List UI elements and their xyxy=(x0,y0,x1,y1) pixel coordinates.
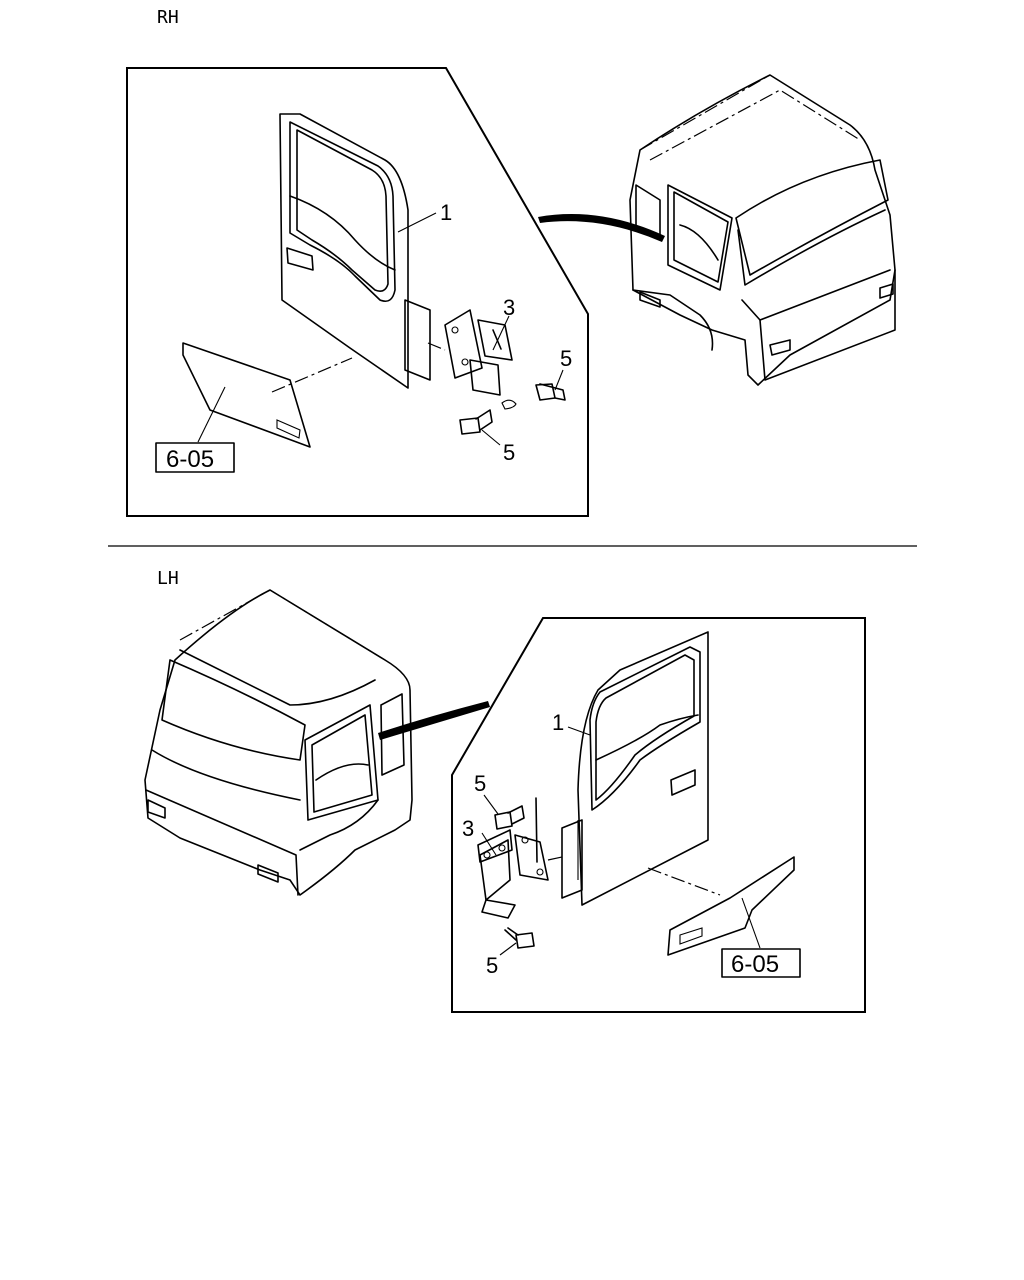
rh-pointer-arrow xyxy=(538,214,665,242)
lh-ref-label: 6-05 xyxy=(731,951,779,978)
rh-callout-frame xyxy=(126,67,589,517)
rh-callout-5-upper: 5 xyxy=(560,346,572,371)
rh-hinge xyxy=(444,309,513,396)
lh-callout-5-upper: 5 xyxy=(474,771,486,796)
lh-door-sealer-leader xyxy=(647,867,721,896)
lh-callout-3: 3 xyxy=(462,816,474,841)
rh-callout-5-lower: 5 xyxy=(503,440,515,465)
lh-hinge-leader xyxy=(547,856,563,861)
rh-hinge-leader xyxy=(427,342,446,351)
lh-leader-5-upper xyxy=(483,794,499,815)
rh-door xyxy=(279,113,431,389)
rh-callout-1: 1 xyxy=(440,200,452,225)
lh-cab xyxy=(144,589,413,896)
rh-leader-1 xyxy=(397,212,437,233)
lh-leader-3 xyxy=(481,832,497,856)
rh-weatherstrip xyxy=(182,342,311,448)
lh-pointer-arrow xyxy=(378,701,490,740)
lh-callout-1: 1 xyxy=(552,710,564,735)
rh-ref-box xyxy=(155,442,235,473)
lh-bolt-upper xyxy=(494,805,525,830)
lh-hinge xyxy=(477,797,549,919)
lh-ref-box xyxy=(721,948,801,978)
rh-bolt-lower xyxy=(459,409,493,435)
rh-leader-ref xyxy=(197,386,226,443)
rh-ref-label: 6-05 xyxy=(166,446,214,473)
rh-bolt-washer xyxy=(501,399,517,410)
lh-door xyxy=(561,631,709,906)
section-label-rh: RH xyxy=(157,7,179,28)
rh-leader-5-lower xyxy=(481,429,501,446)
lh-bolt-lower xyxy=(504,927,535,949)
lh-leader-ref xyxy=(741,897,761,949)
rh-cab xyxy=(629,74,896,386)
lh-weatherstrip xyxy=(667,856,795,956)
rh-bolt-upper xyxy=(535,383,566,401)
rh-leader-3 xyxy=(492,315,510,351)
lh-callout-5-lower: 5 xyxy=(486,953,498,978)
section-label-lh: LH xyxy=(157,568,179,589)
lh-callout-frame xyxy=(451,617,866,1013)
lh-leader-5-lower xyxy=(499,942,517,956)
rh-callout-3: 3 xyxy=(503,295,515,320)
rh-door-sealer-leader xyxy=(271,357,353,393)
lh-leader-1 xyxy=(567,726,591,736)
rh-leader-5-upper xyxy=(554,369,564,391)
